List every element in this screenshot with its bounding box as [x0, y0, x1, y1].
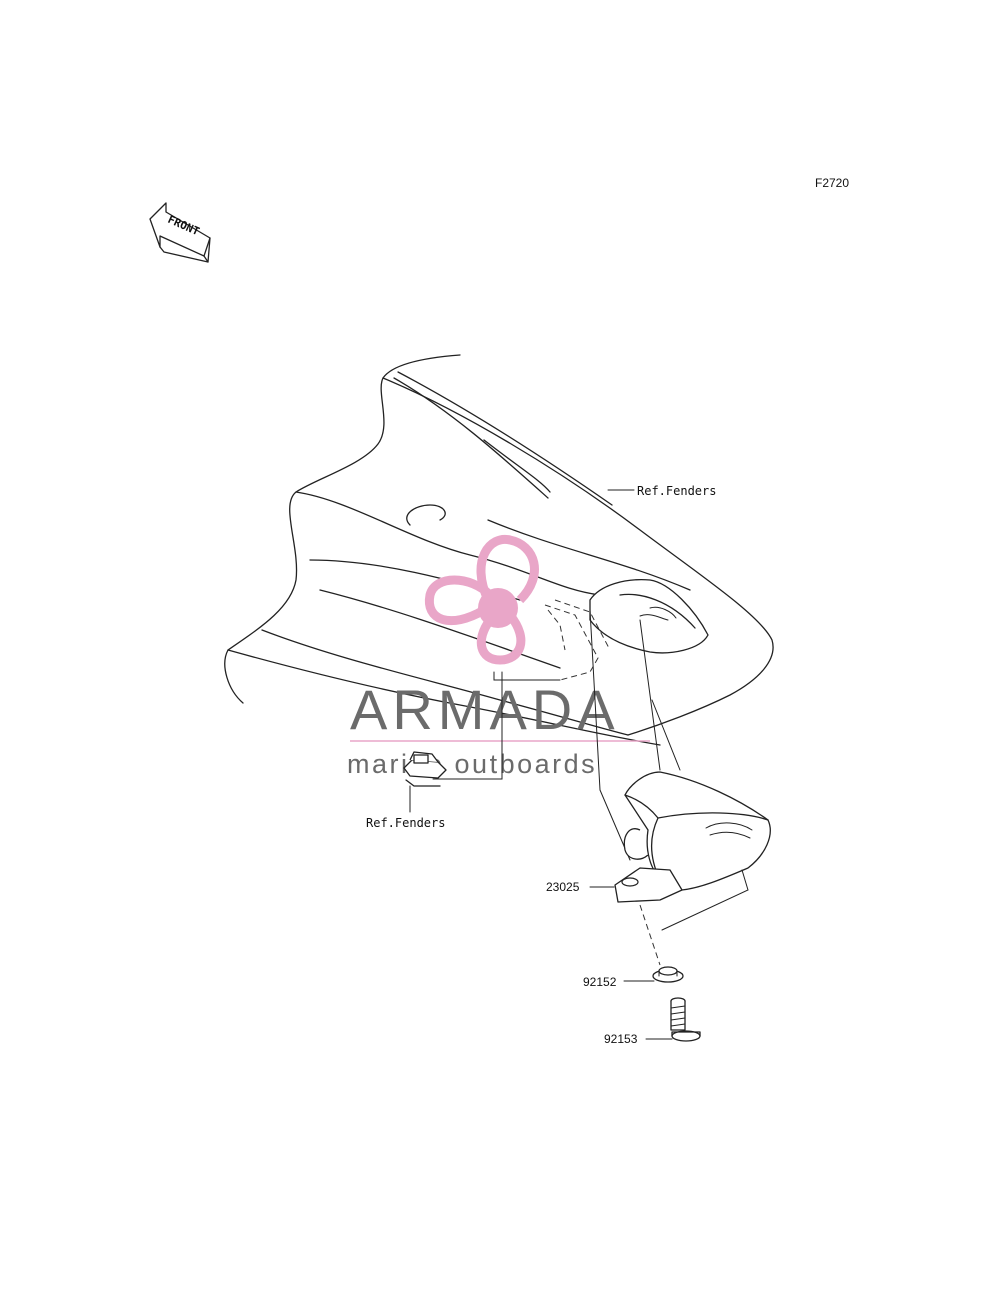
- part-number-92153: 92153: [604, 1032, 638, 1046]
- clip-nut: [403, 751, 447, 787]
- ref-fenders-label-bottom: Ref.Fenders: [366, 816, 445, 830]
- license-lamp-23025: [614, 771, 771, 903]
- part-number-92152: 92152: [583, 975, 617, 989]
- grommet-92152: [652, 966, 684, 983]
- rear-fender-outline: [224, 354, 774, 746]
- watermark-tagline: marine outboards: [347, 749, 597, 779]
- front-arrow-text: FRONT: [166, 213, 202, 238]
- screw-92153: [670, 997, 701, 1042]
- watermark-brand: ARMADA: [350, 678, 620, 741]
- figure-code: F2720: [815, 176, 849, 190]
- propeller-logo-icon: [424, 534, 539, 665]
- part-number-23025: 23025: [546, 880, 580, 894]
- watermark: ARMADA marine outboards: [347, 534, 650, 779]
- front-arrow-icon: FRONT: [149, 202, 211, 263]
- ref-fenders-label-top: Ref.Fenders: [637, 484, 716, 498]
